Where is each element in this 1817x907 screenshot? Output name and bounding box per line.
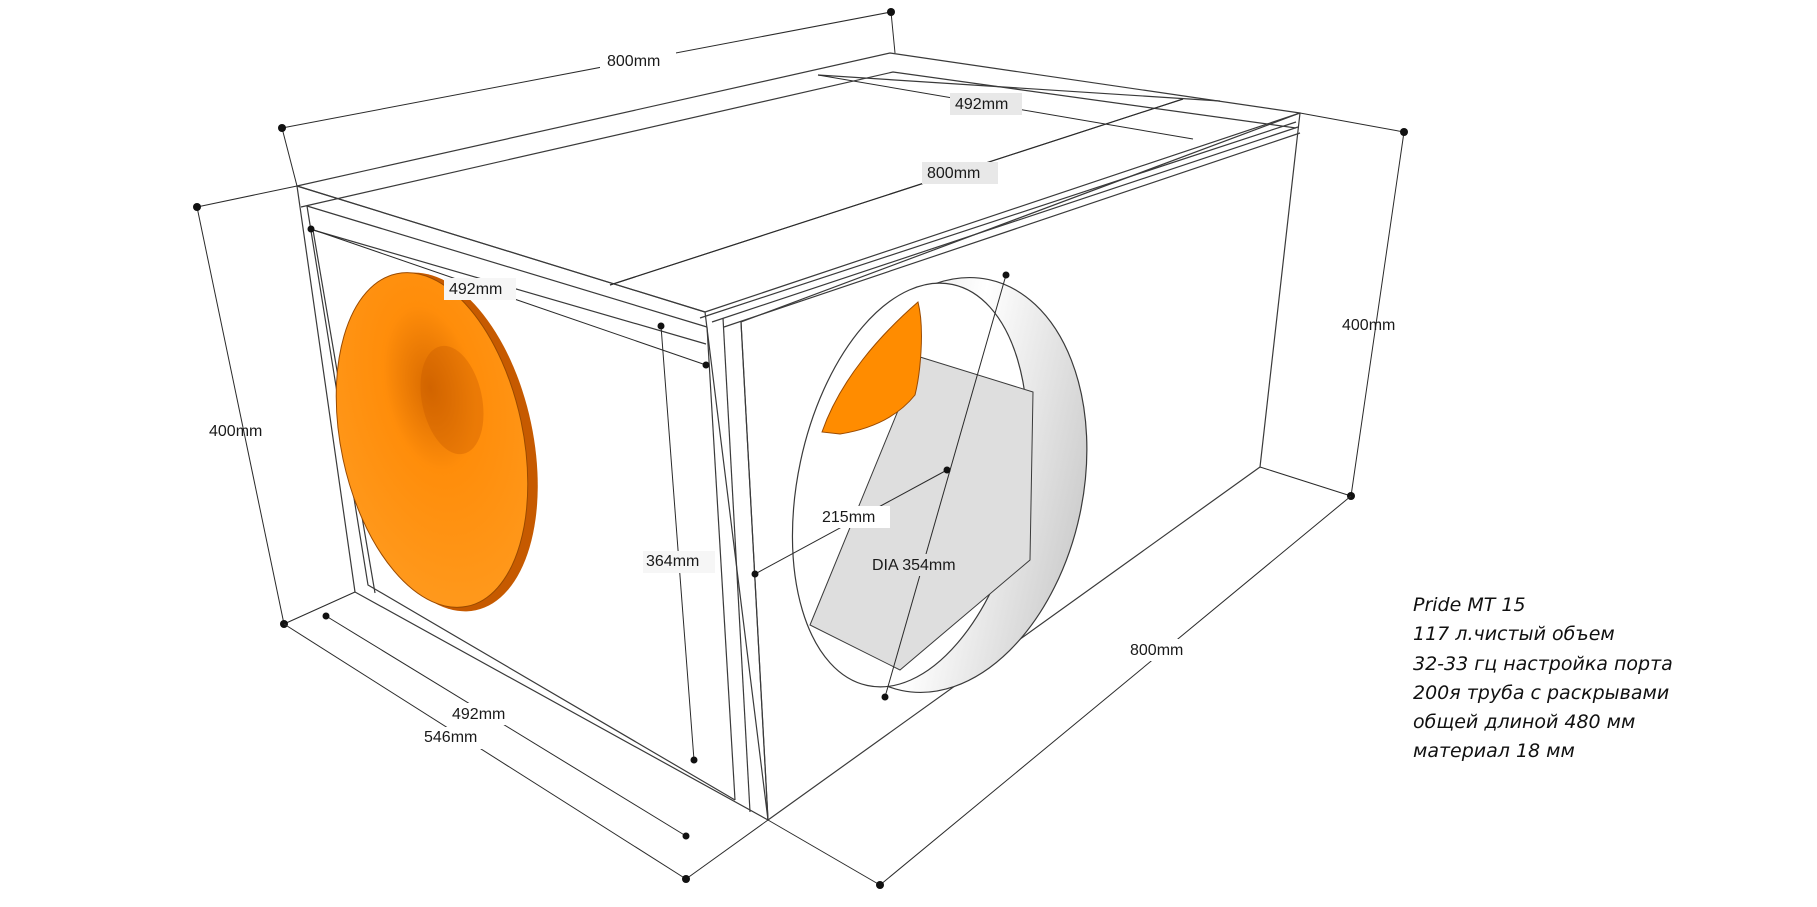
label-right-height: 400mm <box>1342 317 1395 334</box>
label-top-inner-width: 492mm <box>955 96 1008 113</box>
top-panel <box>296 52 1301 313</box>
label-port-offset: 215mm <box>822 509 875 526</box>
note-model: Pride MT 15 <box>1413 594 1526 616</box>
label-front-inner-width: 492mm <box>449 281 502 298</box>
top-front-edge-3 <box>723 132 1301 328</box>
top-divider-line-2 <box>817 74 1221 102</box>
panel-thickness-line <box>722 317 751 813</box>
note-volume: 117 л.чистый объем <box>1413 623 1615 645</box>
label-left-height: 400mm <box>209 423 262 440</box>
note-port-length: общей длиной 480 мм <box>1413 711 1635 733</box>
speaker-panel-inner-frame <box>306 205 736 801</box>
label-bottom-inner-width: 492mm <box>452 706 505 723</box>
label-top-inner-length: 800mm <box>927 165 980 182</box>
label-top-length: 800mm <box>607 53 660 70</box>
speaker-cone <box>335 272 538 612</box>
label-port-diameter: DIA 354mm <box>872 557 956 574</box>
box-body <box>296 52 1301 821</box>
note-material: материал 18 мм <box>1413 740 1575 762</box>
label-bottom-width: 546mm <box>424 729 477 746</box>
label-inner-height: 364mm <box>646 553 699 570</box>
note-port-tube: 200я труба с раскрывами <box>1413 682 1669 704</box>
note-tuning: 32-33 гц настройка порта <box>1413 653 1673 675</box>
port-opening <box>791 276 1088 694</box>
top-band-line <box>300 71 1297 208</box>
top-front-edge-2 <box>711 126 1299 323</box>
dimension-labels: 800mm 492mm 800mm 492mm 400mm 400mm 364m… <box>209 50 1395 749</box>
speaker-panel-inner-top <box>306 205 708 328</box>
top-front-edge <box>699 121 1297 319</box>
speaker-panel-inner-right <box>706 326 736 801</box>
label-bottom-length: 800mm <box>1130 642 1183 659</box>
spec-notes: Pride MT 15 117 л.чистый объем 32-33 гц … <box>1413 594 1673 762</box>
